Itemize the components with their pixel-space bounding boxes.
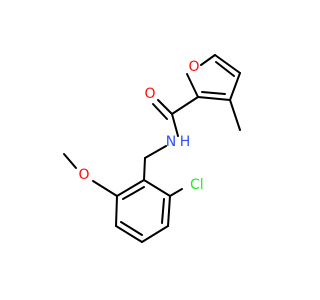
bond-c2-carbonyl (171, 96, 199, 115)
bond-r2-r3-inner (161, 198, 165, 224)
methoxy-group (63, 153, 118, 197)
atom-amide-nitrogen: N (166, 134, 176, 150)
atom-furan-oxygen: O (188, 59, 199, 75)
benzene-ring (115, 179, 171, 243)
bond-c3-c2-inner (201, 91, 226, 95)
bond-ring-cl (169, 188, 183, 197)
bond-r4-r5-inner (120, 221, 143, 236)
bond-n-ch2 (144, 145, 167, 159)
bond-r3-r4 (141, 225, 169, 243)
atom-methoxy-oxygen: O (78, 167, 89, 183)
carbonyl-group (152, 96, 199, 137)
structure-canvas: O O N H Cl O (63, 54, 241, 243)
bond-o1-c2 (186, 73, 199, 98)
bond-carbonyl-o (157, 99, 173, 115)
bond-carbonyl-n (171, 113, 179, 137)
bond-c4-c3 (229, 72, 241, 101)
bond-r2-r3 (167, 195, 171, 227)
bond-c5-c4 (214, 54, 241, 74)
bond-c3-methyl (229, 99, 241, 131)
bond-ch2-ring (143, 157, 146, 181)
bond-ring-o (92, 180, 118, 197)
bond-r6-r1 (116, 179, 145, 197)
bond-o1-c5 (200, 54, 216, 66)
molecule-diagram: O O N H Cl O (63, 54, 241, 243)
bond-r1-r2 (143, 179, 171, 197)
bond-r5-r6 (115, 195, 118, 227)
atom-amide-hydrogen: H (180, 134, 191, 150)
bond-o-ch3 (63, 153, 77, 169)
atom-chlorine: Cl (190, 177, 204, 193)
bond-r4-r5 (115, 225, 143, 243)
atom-carbonyl-oxygen: O (144, 86, 155, 102)
bond-c5-c4-inner (215, 61, 235, 77)
furan-ring (186, 54, 241, 101)
bond-c3-c2 (197, 96, 231, 101)
bond-carbonyl-o-double (152, 103, 168, 120)
bond-r6-r1-inner (122, 186, 145, 200)
